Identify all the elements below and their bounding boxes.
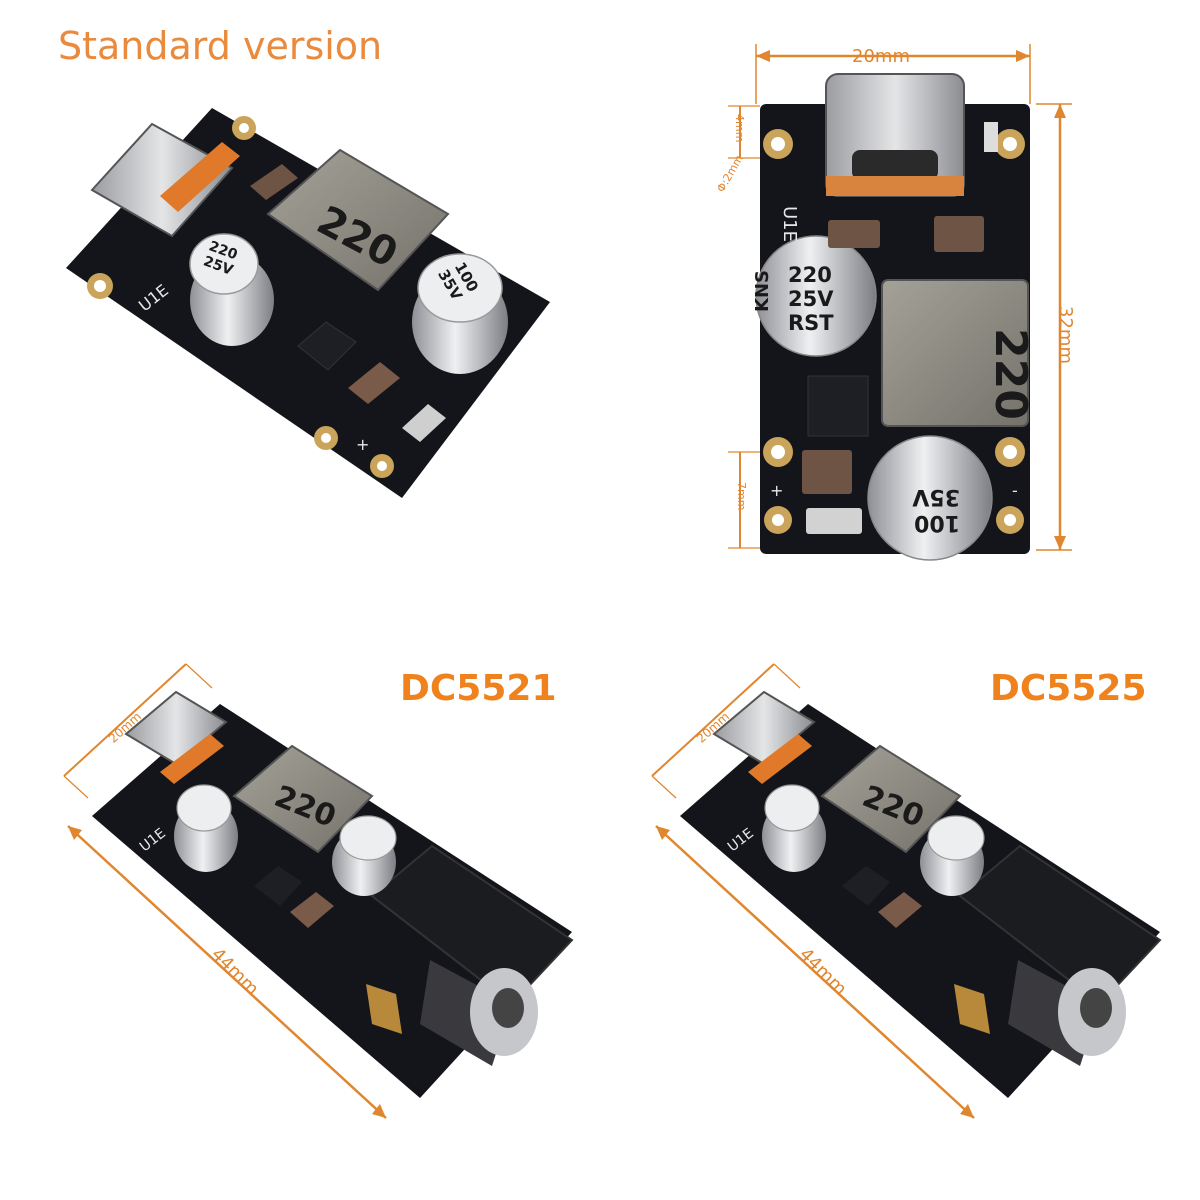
standard-version-label: Standard version <box>58 24 383 68</box>
dimension-plus-marking: + <box>770 481 783 500</box>
dimension-inductor-marking: 220 <box>985 328 1036 420</box>
dc5521-board-photo: 220 U1E 20mm 44mm <box>63 663 574 1119</box>
height-dimension: 32mm <box>1055 306 1076 364</box>
top-margin-dimension: 4mm <box>733 114 746 142</box>
dc5525-label: DC5525 <box>990 668 1147 709</box>
dimension-input-cap-code: RST <box>788 311 834 335</box>
standard-board-photo: 220 220 25V 100 35V U1E + <box>66 108 550 498</box>
dimension-board-photo: 220 220 25V RST KNS 100 35V U1E + - 20mm… <box>714 44 1076 561</box>
dimension-input-cap-value: 220 <box>788 263 832 287</box>
dimension-input-cap-voltage: 25V <box>788 287 834 311</box>
dimension-minus-marking: - <box>1012 481 1018 500</box>
dimension-output-cap-value: 100 <box>914 510 960 535</box>
hole-dimension: Φ:2mm <box>714 153 746 195</box>
dimension-output-cap-voltage: 35V <box>912 484 960 509</box>
standard-plus-marking: + <box>356 435 369 454</box>
dc5525-board-photo: 220 U1E 20mm 44mm <box>651 663 1162 1119</box>
dimension-board-id: U1E <box>779 206 800 242</box>
bottom-margin-dimension: 7mm <box>735 482 748 510</box>
dimension-input-cap-brand: KNS <box>752 270 773 312</box>
width-dimension: 20mm <box>852 46 910 67</box>
dc5521-label: DC5521 <box>400 668 557 709</box>
